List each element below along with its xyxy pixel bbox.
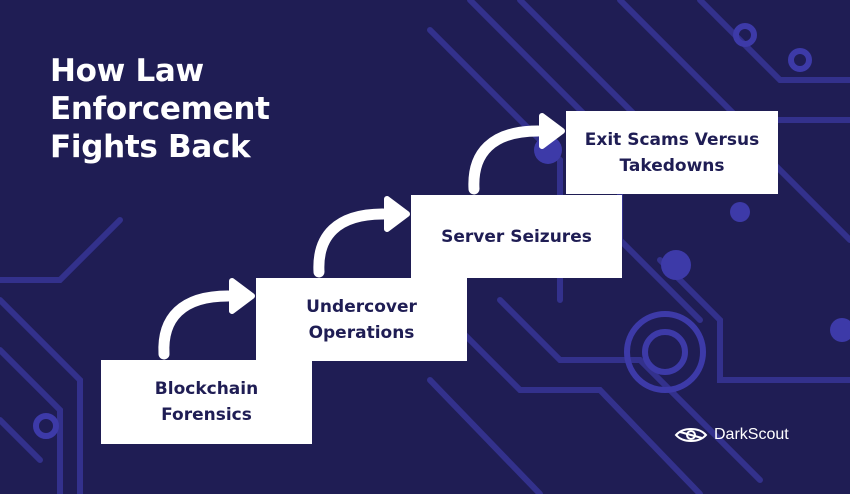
- step-server-seizures: Server Seizures: [411, 195, 622, 278]
- brand-logo: DarkScout: [674, 426, 789, 444]
- title-line: Enforcement: [50, 91, 270, 127]
- eye-icon: [674, 428, 708, 442]
- step-blockchain-forensics: Blockchain Forensics: [101, 360, 312, 444]
- page-title: How Law Enforcement Fights Back: [50, 52, 270, 166]
- step-label: Server Seizures: [441, 226, 592, 247]
- step-label: Undercover: [306, 296, 417, 317]
- step-label: Takedowns: [619, 155, 725, 176]
- step-undercover-operations: Undercover Operations: [256, 278, 467, 361]
- title-line: How Law: [50, 53, 204, 89]
- step-label: Blockchain: [154, 379, 259, 399]
- brand-name: DarkScout: [714, 426, 789, 443]
- step-label: Exit Scams Versus: [584, 129, 760, 150]
- step-label: Operations: [308, 322, 415, 343]
- step-label: Forensics: [161, 405, 252, 425]
- step-exit-scams-vs-takedowns: Exit Scams Versus Takedowns: [566, 111, 778, 194]
- title-line: Fights Back: [50, 129, 251, 165]
